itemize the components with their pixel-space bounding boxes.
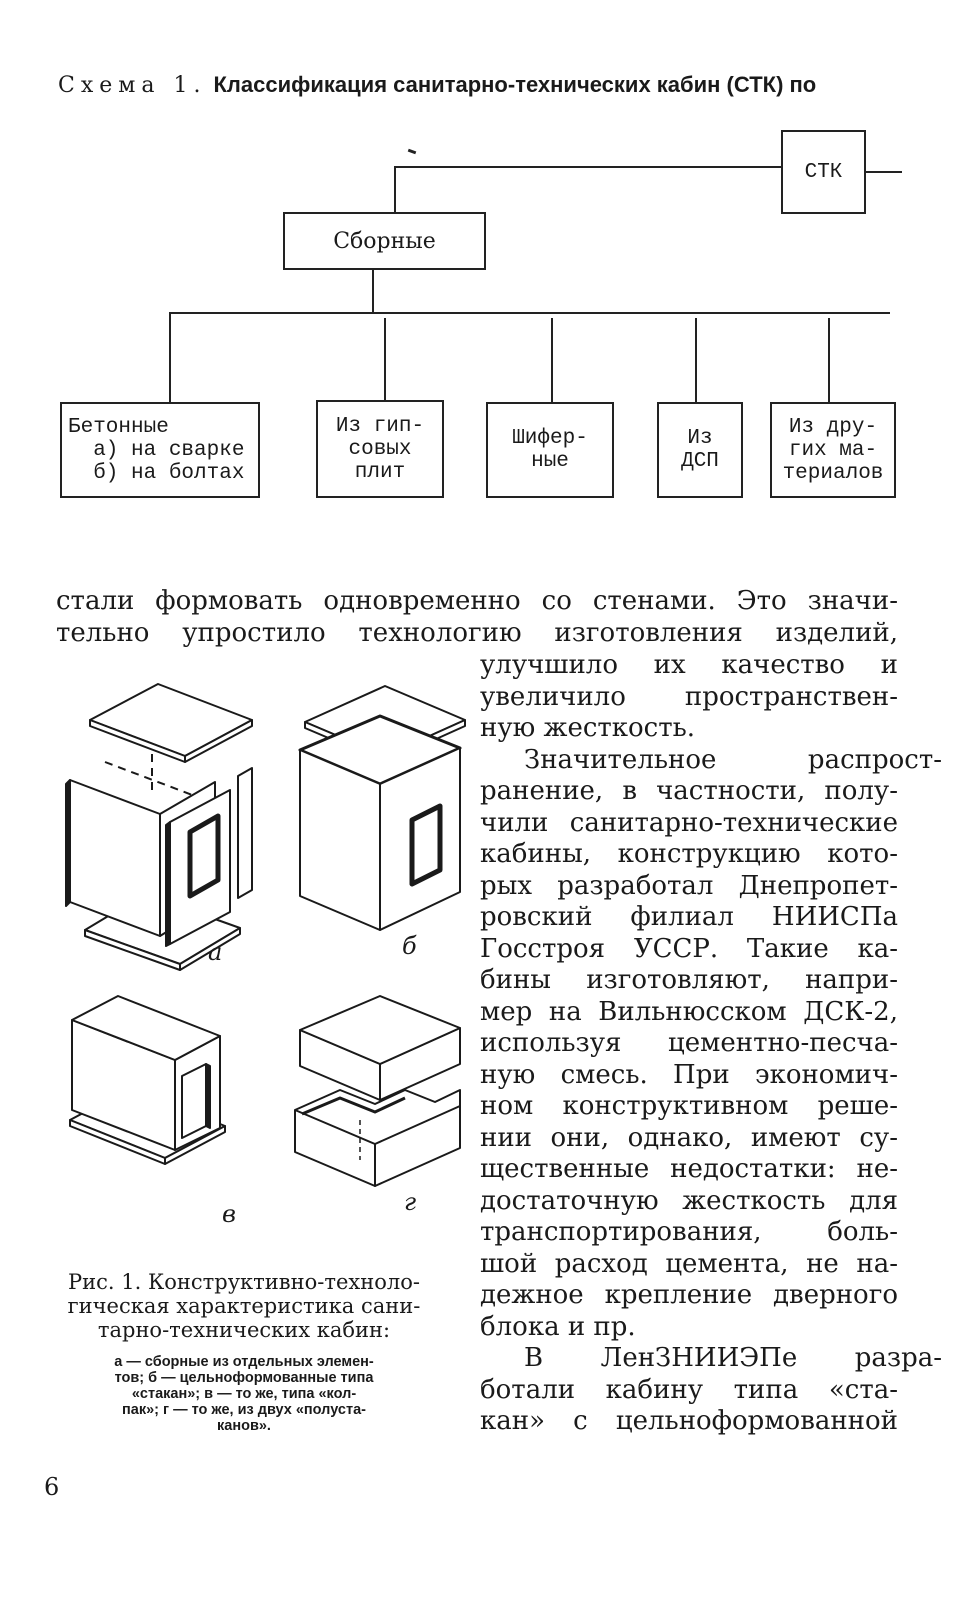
text-line: достаточную жесткость для xyxy=(480,1185,898,1216)
text-line: В ЛенЗНИИЭПе разра- xyxy=(524,1343,942,1373)
connector-leaf-4 xyxy=(695,318,697,402)
text-line: дежное крепление дверного xyxy=(480,1280,898,1310)
connector-root-down xyxy=(394,166,396,212)
text-line: чили санитарно-технические xyxy=(480,807,898,838)
text-line: мер на Вильнюсском ДСК-2, xyxy=(480,996,898,1027)
scheme-title: Классификация санитарно-технических каби… xyxy=(213,72,817,97)
text-line: бины изготовляют, напри- xyxy=(480,965,898,995)
figure-label-c: в xyxy=(222,1200,236,1228)
connector-bus xyxy=(170,312,890,314)
text-line: кабины, конструкцию кото- xyxy=(480,839,898,869)
scheme-number: Схема 1. xyxy=(58,73,207,98)
text-line: нии они, однако, имеют су- xyxy=(480,1122,898,1153)
connector-root-left xyxy=(395,166,781,168)
text-line: стали формовать одновременно со стенами.… xyxy=(56,586,898,616)
figure-caption-notes: а — сборные из отдельных элемен- тов; б … xyxy=(114,1354,374,1434)
connector-leaf-3 xyxy=(551,318,553,402)
node-branch-prefab: Сборные xyxy=(283,212,486,270)
text-line: шой расход цемента, не на- xyxy=(480,1248,898,1279)
text-line: увеличило пространствен- xyxy=(480,681,898,712)
connector-root-right xyxy=(866,171,902,173)
node-leaf-particleboard: Из ДСП xyxy=(657,402,743,498)
text-line: улучшило их качество и xyxy=(480,650,898,680)
figure-1: а б в г xyxy=(40,680,480,1240)
scheme-heading: Схема 1. Классификация санитарно-техниче… xyxy=(58,72,938,98)
text-line: Значительное распрост- xyxy=(524,744,942,775)
node-leaf-other-materials: Из дру- гих ма- териалов xyxy=(770,402,896,498)
text-line: ровский филиал НИИСПа xyxy=(480,902,898,932)
figure-label-b: б xyxy=(402,932,417,960)
text-line: ном конструктивном реше- xyxy=(480,1091,898,1121)
figure-caption-title: Рис. 1. Конструктивно-техноло- гическая … xyxy=(67,1270,421,1342)
text-line: ранение, в частности, полу- xyxy=(480,776,898,806)
connector-branch-down xyxy=(372,270,374,312)
cabin-b-drawing xyxy=(298,685,466,931)
text-line: транспортирования, боль- xyxy=(480,1217,898,1247)
node-leaf-slate: Шифер- ные xyxy=(486,402,614,498)
figure-label-a: а xyxy=(208,938,223,966)
connector-leaf-2 xyxy=(384,318,386,400)
text-line: блока и пр. xyxy=(480,1311,636,1342)
connector-leaf-5 xyxy=(828,318,830,402)
text-line: ную смесь. При экономич- xyxy=(480,1059,898,1090)
figure-drawings xyxy=(65,683,466,1187)
stray-mark xyxy=(407,148,417,155)
text-line: рых разработал Днепропет- xyxy=(480,870,898,901)
classification-diagram: СТК Сборные Бетонные а) на сварке б) на … xyxy=(0,0,969,520)
page-number: 6 xyxy=(44,1473,60,1501)
node-leaf-concrete: Бетонные а) на сварке б) на болтах xyxy=(60,402,260,498)
connector-leaf-1 xyxy=(169,312,171,402)
text-line: тельно упростило технологию изготовления… xyxy=(56,617,898,648)
text-line: ную жесткость. xyxy=(480,713,696,743)
node-leaf-gypsum: Из гип- совых плит xyxy=(316,400,444,498)
text-line: щественные недостатки: не- xyxy=(480,1154,898,1184)
cabin-d-drawing xyxy=(294,995,461,1187)
text-line: используя цементно-песча- xyxy=(480,1028,898,1058)
text-line: ботали кабину типа «ста- xyxy=(480,1374,898,1405)
text-line: кан» с цельноформованной xyxy=(480,1406,898,1436)
cabin-c-drawing xyxy=(69,995,226,1165)
cabin-a-drawing xyxy=(65,683,253,971)
body-text-column: улучшило их качество и увеличило простра… xyxy=(480,650,942,1438)
text-line: Госстроя УССР. Такие ка- xyxy=(480,933,898,964)
node-root-stk: СТК xyxy=(781,130,866,214)
body-text-full: стали формовать одновременно со стенами.… xyxy=(56,586,898,649)
figure-label-d: г xyxy=(404,1188,417,1216)
